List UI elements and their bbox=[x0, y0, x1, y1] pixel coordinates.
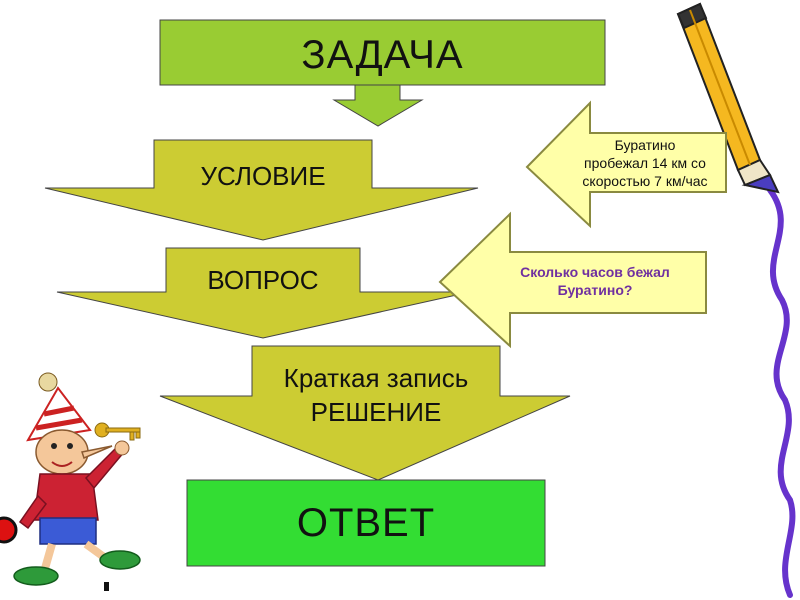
buratino-character-image bbox=[13, 372, 141, 586]
condition-callout-arrow bbox=[525, 100, 727, 229]
condition-callout-line-3: скоростью 7 км/час bbox=[582, 173, 708, 189]
question-callout-text: Сколько часов бежал Буратино? bbox=[495, 263, 695, 299]
condition-callout-line-2: пробежал 14 км со bbox=[584, 155, 706, 171]
question-label: ВОПРОС bbox=[207, 265, 319, 295]
short-record-label: Краткая запись bbox=[283, 363, 469, 393]
condition-label: УСЛОВИЕ bbox=[200, 161, 326, 191]
answer-label: ОТВЕТ bbox=[296, 501, 436, 545]
answer-box bbox=[186, 479, 546, 567]
solution-arrow bbox=[159, 345, 571, 481]
question-callout-line-1: Сколько часов бежал bbox=[520, 264, 670, 280]
solution-label: РЕШЕНИЕ bbox=[310, 397, 442, 427]
task-label: ЗАДАЧА bbox=[301, 33, 464, 77]
question-callout-arrow bbox=[438, 211, 707, 349]
pencil-icon bbox=[676, 2, 780, 194]
wavy-ribbon-decoration bbox=[767, 187, 796, 598]
task-box bbox=[159, 19, 606, 86]
task-down-arrow bbox=[332, 84, 424, 127]
condition-arrow bbox=[44, 139, 479, 241]
black-dot-fragment bbox=[104, 582, 109, 591]
question-callout-line-2: Буратино? bbox=[557, 282, 633, 298]
condition-callout-line-1: Буратино bbox=[614, 137, 676, 153]
question-arrow bbox=[56, 247, 471, 339]
red-edge-fragment bbox=[0, 516, 18, 544]
condition-callout-text: Буратино пробежал 14 км со скоростью 7 к… bbox=[560, 136, 730, 190]
